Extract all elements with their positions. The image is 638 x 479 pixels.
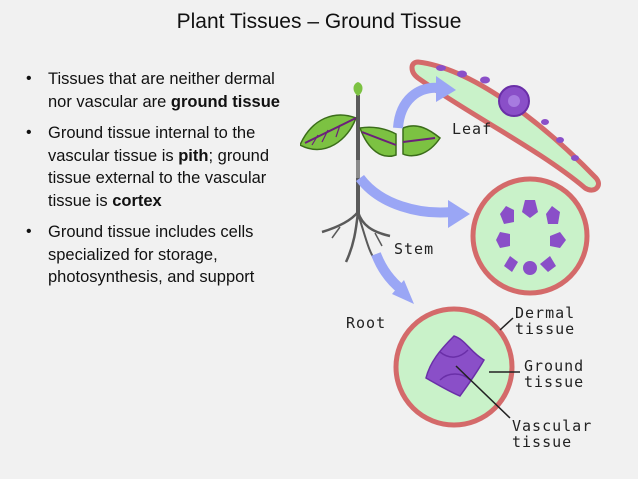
label-ground-tissue-line2: tissue [524,373,584,391]
bullet-text: Ground tissue internal to the vascular t… [48,124,270,210]
label-stem: Stem [394,240,434,258]
plant-tissue-diagram: Leaf Stem Root Dermal tissue Ground tiss… [300,59,601,451]
bullet-dot-icon: • [26,70,32,87]
bullet-text: Ground tissue includes cells specialized… [48,223,255,286]
plant-sprout [300,82,442,263]
bullet-list: • Tissues that are neither dermal nor va… [26,68,288,298]
label-leaf: Leaf [452,120,492,138]
label-dermal-tissue-line1: Dermal [515,304,575,322]
bullet-item: • Tissues that are neither dermal nor va… [26,68,288,113]
arrow-to-root [371,252,414,304]
bullet-item: • Ground tissue includes cells specializ… [26,221,288,289]
bullet-dot-icon: • [26,223,32,240]
label-dermal-tissue-line2: tissue [515,320,575,338]
label-vascular-tissue-line2: tissue [512,433,572,451]
arrow-to-stem [355,174,470,228]
bullet-text: Tissues that are neither dermal nor vasc… [48,70,280,111]
stem-cross-section [470,176,590,296]
label-ground-tissue-line1: Ground [524,357,584,375]
slide-title: Plant Tissues – Ground Tissue [176,10,462,33]
root-cross-section [393,306,520,428]
label-root: Root [346,314,386,332]
bullet-dot-icon: • [26,124,32,141]
label-vascular-tissue-line1: Vascular [512,417,592,435]
arrow-to-leaf [393,76,456,129]
bullet-item: • Ground tissue internal to the vascular… [26,122,288,212]
leaf-cross-section [409,59,601,193]
